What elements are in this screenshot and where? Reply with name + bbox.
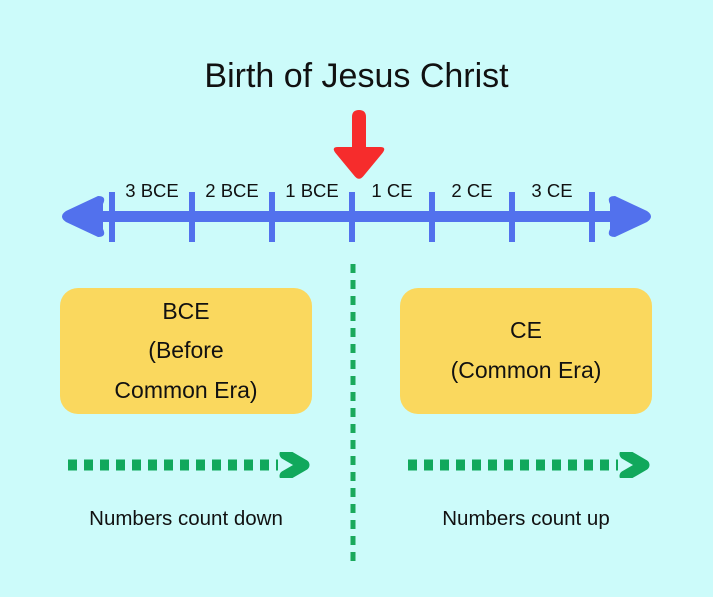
down-arrow-icon (330, 107, 388, 181)
timeline-label-1-bce: 1 BCE (285, 180, 339, 201)
timeline-label-3-ce: 3 CE (531, 180, 573, 201)
timeline-label-3-bce: 3 BCE (125, 180, 179, 201)
era-box-ce: CE (Common Era) (400, 288, 652, 414)
vertical-dashed-line-icon (350, 264, 356, 562)
era-bce-expansion-line-1: (Before (148, 337, 224, 364)
dotted-arrow-right-icon-right (406, 448, 652, 482)
timeline-axis-icon (62, 192, 651, 242)
dotted-arrow-right-icon-left (66, 448, 312, 482)
era-box-bce: BCE (Before Common Era) (60, 288, 312, 414)
era-ce-abbreviation: CE (510, 317, 542, 344)
era-bce-expansion-line-2: Common Era) (114, 376, 258, 403)
timeline-label-1-ce: 1 CE (371, 180, 413, 201)
timeline-label-2-bce: 2 BCE (205, 180, 259, 201)
era-ce-expansion-line-1: (Common Era) (450, 357, 602, 383)
caption-count-up: Numbers count up (442, 507, 610, 530)
page-title: Birth of Jesus Christ (204, 57, 509, 95)
timeline-label-2-ce: 2 CE (451, 180, 493, 201)
caption-count-down: Numbers count down (89, 507, 283, 530)
timeline: 3 BCE 2 BCE 1 BCE 1 CE 2 CE 3 CE (0, 180, 713, 260)
era-bce-abbreviation: BCE (162, 297, 210, 324)
